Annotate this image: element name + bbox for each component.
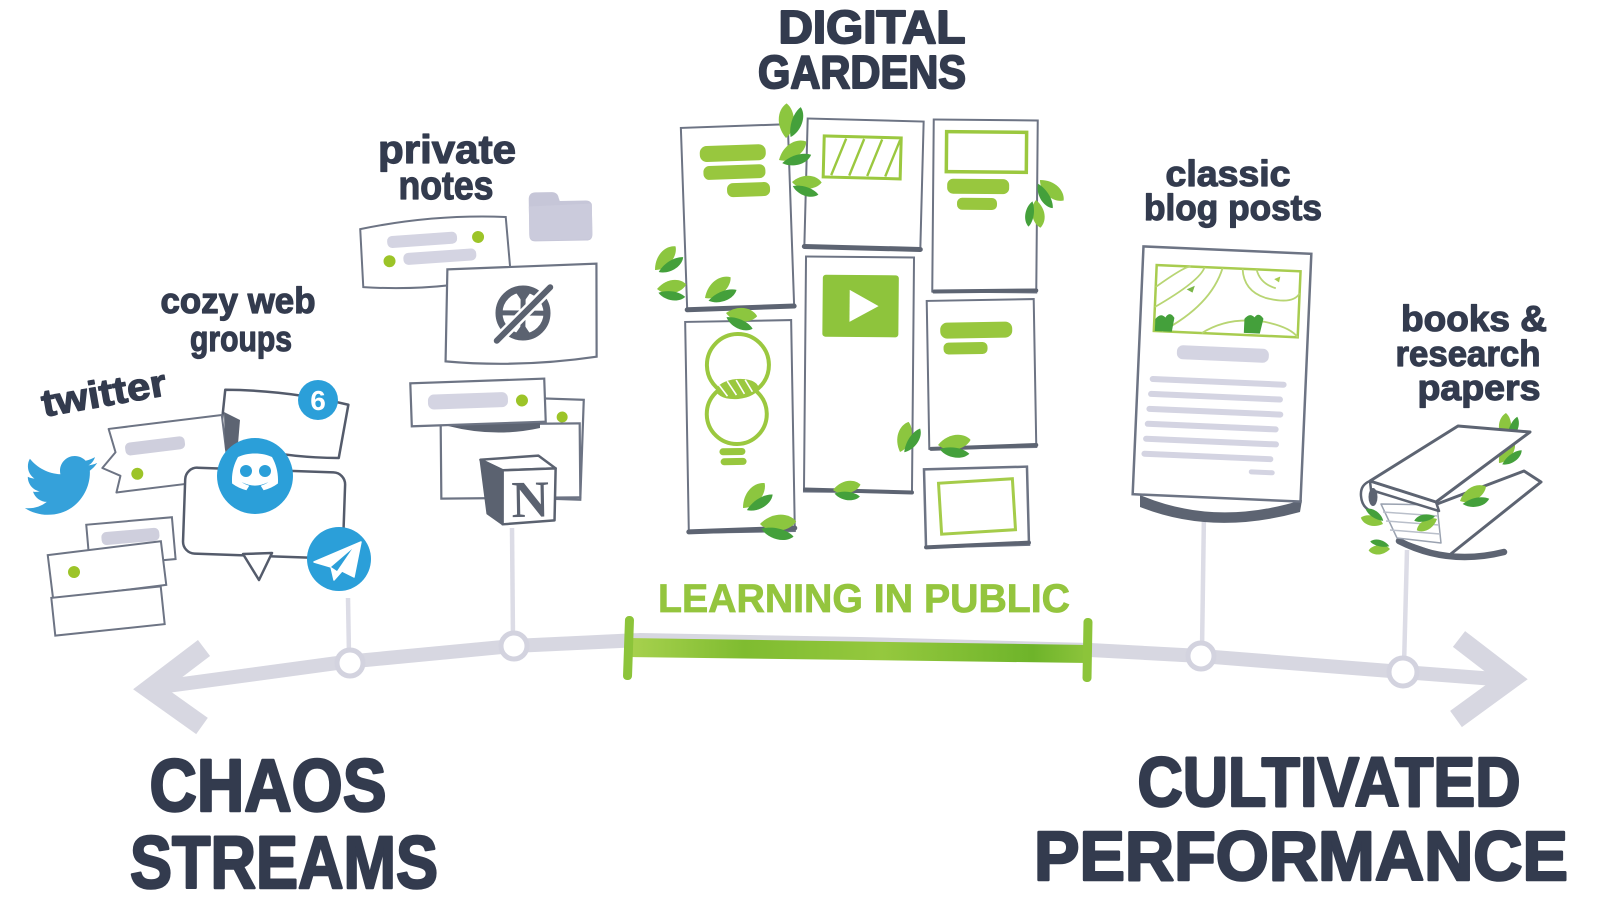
svg-text:STREAMS: STREAMS: [130, 821, 438, 899]
svg-text:GARDENS: GARDENS: [758, 46, 966, 98]
svg-text:CULTIVATED: CULTIVATED: [1138, 743, 1521, 821]
svg-text:CHAOS: CHAOS: [150, 744, 387, 827]
svg-text:N: N: [511, 472, 550, 530]
svg-text:groups: groups: [190, 318, 292, 359]
svg-text:blog posts: blog posts: [1144, 187, 1322, 228]
svg-text:twitter: twitter: [38, 362, 170, 425]
svg-text:PERFORMANCE: PERFORMANCE: [1034, 817, 1568, 895]
svg-text:classic: classic: [1166, 153, 1291, 194]
svg-text:books &: books &: [1401, 298, 1547, 339]
svg-text:notes: notes: [399, 164, 494, 208]
svg-text:LEARNING IN PUBLIC: LEARNING IN PUBLIC: [658, 577, 1070, 621]
svg-text:research: research: [1396, 333, 1541, 374]
svg-text:papers: papers: [1418, 367, 1541, 408]
svg-text:cozy web: cozy web: [161, 280, 316, 321]
svg-text:DIGITAL: DIGITAL: [779, 1, 966, 53]
svg-text:6: 6: [310, 385, 326, 416]
svg-text:private: private: [378, 128, 516, 172]
